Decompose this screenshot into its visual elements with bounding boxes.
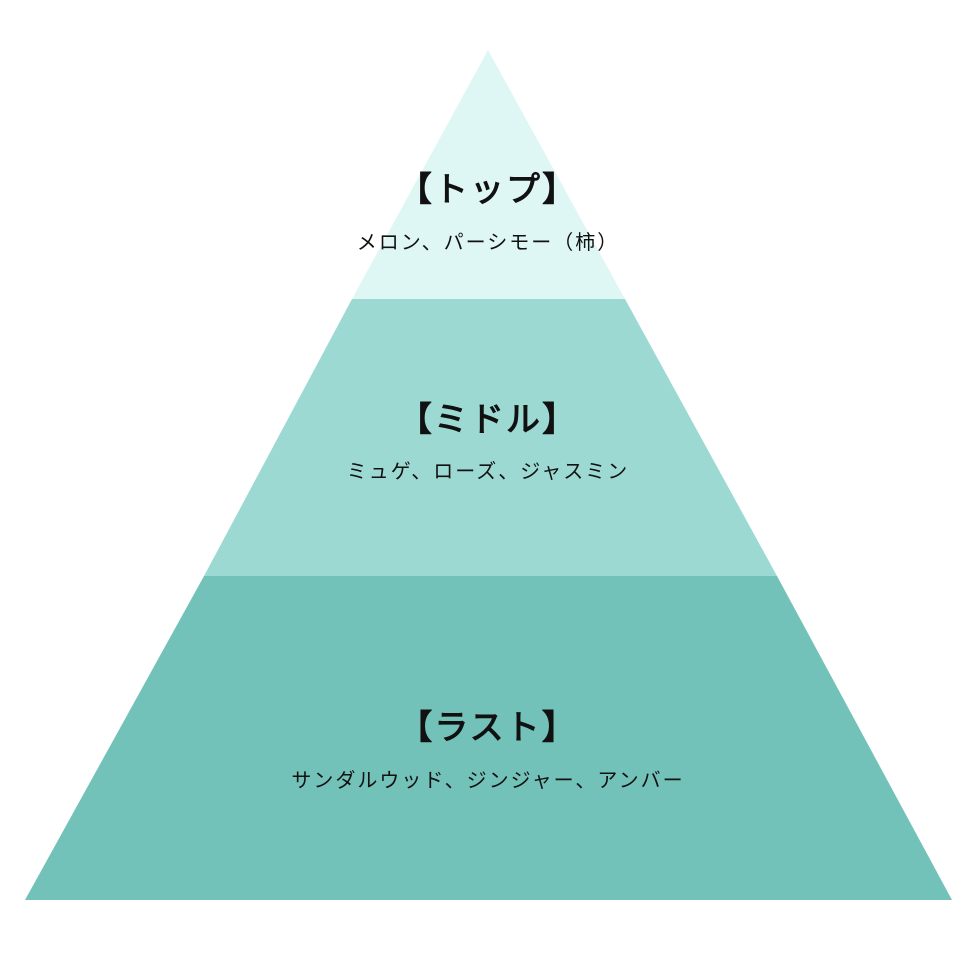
last-note-items: サンダルウッド、ジンジャー、アンバー (291, 768, 685, 792)
top-note-items: メロン、パーシモー（柿） (356, 230, 620, 254)
top-note-title: 【トップ】 (398, 170, 578, 210)
middle-note-items: ミュゲ、ローズ、ジャスミン (346, 459, 630, 483)
pyramid-tier-middle (204, 299, 777, 576)
pyramid-tier-last (25, 576, 952, 900)
last-note-title: 【ラスト】 (398, 708, 578, 748)
pyramid-tier-top (352, 50, 625, 299)
middle-note-title: 【ミドル】 (398, 400, 578, 440)
